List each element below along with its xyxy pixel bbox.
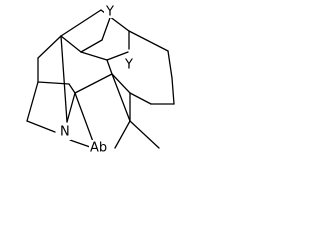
bond bbox=[171, 77, 175, 105]
bond bbox=[167, 50, 173, 79]
bond bbox=[128, 30, 169, 52]
bond bbox=[37, 35, 62, 59]
bond bbox=[80, 51, 108, 61]
bond bbox=[74, 92, 96, 148]
atom-y-background bbox=[104, 5, 116, 18]
bond bbox=[129, 120, 160, 149]
bond bbox=[80, 39, 103, 53]
molecule-structure: Y Y N Ab bbox=[26, 5, 175, 156]
bond-group bbox=[26, 9, 175, 149]
bond bbox=[74, 73, 113, 94]
bond bbox=[60, 9, 102, 37]
bond bbox=[101, 14, 112, 41]
bond bbox=[26, 120, 56, 133]
atom-n-background bbox=[58, 125, 71, 140]
bond bbox=[129, 92, 152, 105]
atom-label-ab: Ab bbox=[90, 141, 107, 156]
atom-label-n: N bbox=[60, 125, 70, 140]
bond bbox=[111, 73, 131, 122]
bond bbox=[106, 59, 113, 75]
bond bbox=[60, 35, 82, 53]
atom-label-y: Y bbox=[124, 58, 133, 73]
bond bbox=[114, 120, 131, 149]
bond bbox=[60, 35, 68, 123]
bond bbox=[26, 81, 39, 122]
bond bbox=[66, 92, 76, 123]
bond bbox=[111, 73, 131, 94]
atom-y-background bbox=[123, 58, 135, 71]
atom-label-y: Y bbox=[105, 5, 114, 20]
bond bbox=[68, 83, 76, 94]
atom-ab-background bbox=[89, 140, 111, 156]
bond bbox=[69, 139, 91, 148]
bond bbox=[106, 51, 129, 61]
